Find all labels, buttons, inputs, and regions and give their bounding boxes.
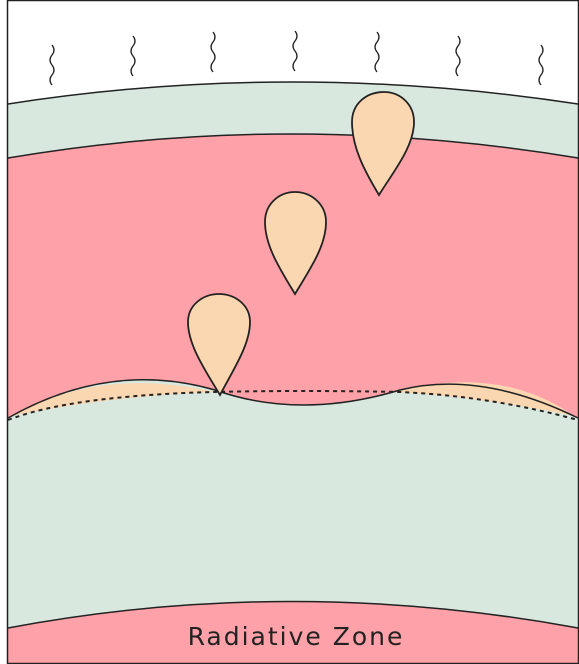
radiative-zone-label: Radiative Zone [188,622,405,651]
lower-green-layer [8,380,578,628]
